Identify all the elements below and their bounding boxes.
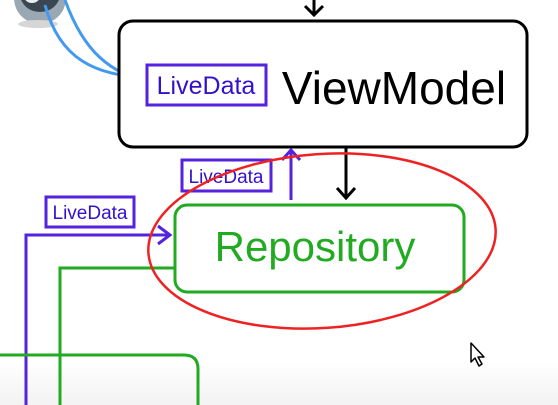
viewmodel-node: ViewModel LiveData [117,19,529,149]
viewmodel-label: ViewModel [282,62,506,114]
highlight-ellipse [147,152,497,330]
livedata-label-left: LiveData [53,203,128,224]
mouse-pointer-icon [470,342,485,367]
repository-data-lines [0,266,200,405]
livedata-box-left [44,195,136,229]
viewmodel-box [117,19,529,149]
repository-node: Repository [173,203,466,294]
repository-label: Repository [215,223,416,270]
livedata-label-viewmodel: LiveData [157,72,256,100]
top-incoming-arrow [303,0,325,18]
activity-icon [14,0,66,28]
viewmodel-to-repository-arrow [335,148,357,201]
livedata-box-viewmodel [145,63,268,107]
left-livedata-arrow [24,224,173,405]
repository-box [173,203,466,294]
